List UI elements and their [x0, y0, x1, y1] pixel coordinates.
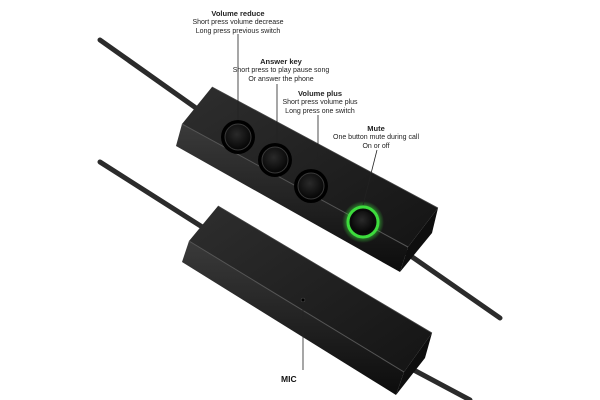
volume-up-button[interactable]	[294, 169, 328, 203]
callout-line: Short press volume plus	[282, 99, 358, 106]
callout-answer-key: Answer key Short press to play pause son…	[226, 57, 336, 84]
callout-volume-plus: Volume plus Short press volume plus Long…	[270, 89, 370, 116]
callout-line: On or off	[362, 143, 390, 150]
callout-line: Or answer the phone	[248, 76, 314, 83]
mic-remote-body	[182, 205, 433, 395]
callout-title: Volume reduce	[211, 9, 265, 18]
callout-line: Short press to play pause song	[232, 67, 330, 74]
answer-button[interactable]	[258, 143, 292, 177]
callout-line: Short press volume decrease	[192, 19, 284, 26]
callout-title: Volume plus	[297, 89, 343, 98]
mic-label: MIC	[281, 374, 297, 384]
callout-line: Long press previous switch	[195, 28, 281, 35]
volume-down-button[interactable]	[221, 120, 255, 154]
callout-line: Long press one switch	[285, 108, 355, 115]
mute-button[interactable]	[342, 201, 384, 243]
callout-volume-reduce: Volume reduce Short press volume decreas…	[188, 9, 288, 36]
callout-mute: Mute One button mute during call On or o…	[326, 124, 426, 151]
leader-lines	[237, 34, 378, 370]
callout-title: Mute	[367, 124, 385, 133]
microphone-hole-icon	[300, 297, 306, 303]
callout-title: Answer key	[260, 57, 302, 66]
callout-line: One button mute during call	[333, 134, 419, 141]
